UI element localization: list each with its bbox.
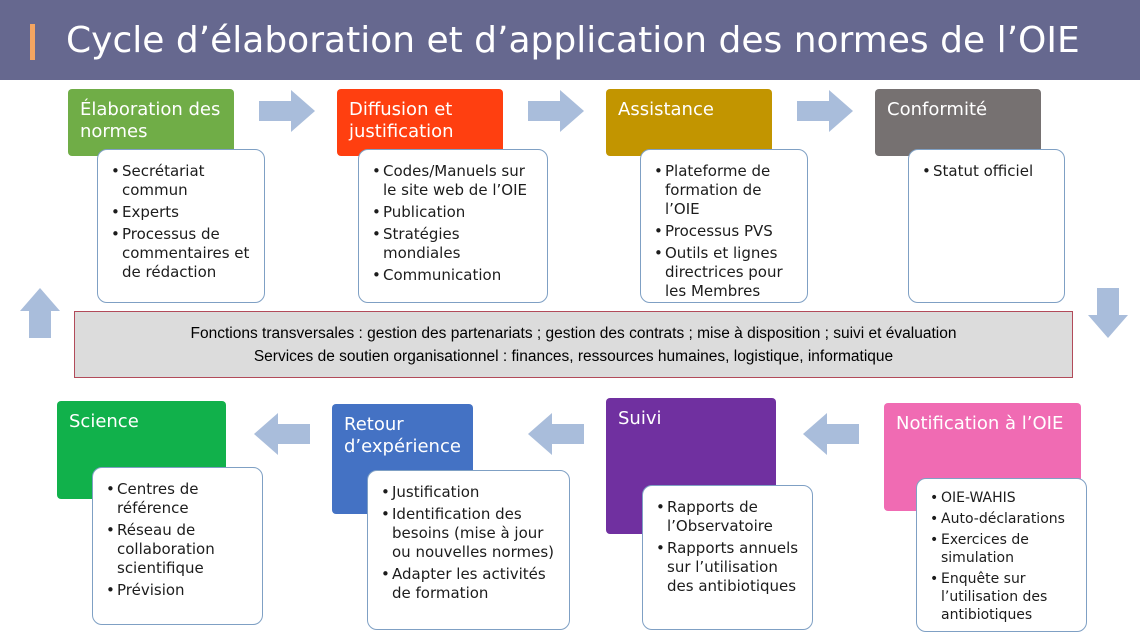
science-items: Centres de référence Réseau de collabora… <box>92 467 263 625</box>
title-accent-bar <box>30 24 35 60</box>
stage-label: Science <box>69 411 139 432</box>
notification-items: OIE-WAHIS Auto-déclarations Exercices de… <box>916 478 1087 632</box>
list-item: Rapports de l’Observatoire <box>656 498 802 536</box>
stage-label: Diffusion et justification <box>349 99 454 142</box>
list-item: Stratégies mondiales <box>372 225 537 263</box>
page-title: Cycle d’élaboration et d’application des… <box>66 20 1080 61</box>
list-item: Rapports annuels sur l’utilisation des a… <box>656 539 802 596</box>
diffusion-items: Codes/Manuels sur le site web de l’OIE P… <box>358 149 548 303</box>
stage-conformite: Conformité <box>875 89 1041 156</box>
transversal-functions-band: Fonctions transversales : gestion des pa… <box>74 311 1073 378</box>
transversal-functions-text: Fonctions transversales : gestion des pa… <box>190 325 957 342</box>
suivi-items: Rapports de l’Observatoire Rapports annu… <box>642 485 813 630</box>
list-item: Centres de référence <box>106 480 252 518</box>
list-item: Communication <box>372 266 537 285</box>
list-item: Réseau de collaboration scientifique <box>106 521 252 578</box>
elaboration-items: Secrétariat commun Experts Processus de … <box>97 149 265 303</box>
list-item: Publication <box>372 203 537 222</box>
list-item: Secrétariat commun <box>111 162 254 200</box>
list-item: Experts <box>111 203 254 222</box>
list-item: Codes/Manuels sur le site web de l’OIE <box>372 162 537 200</box>
arrow-up-icon <box>20 288 60 338</box>
header-banner: Cycle d’élaboration et d’application des… <box>0 0 1140 80</box>
stage-label: Assistance <box>618 99 714 120</box>
arrow-left-icon <box>254 413 310 455</box>
conformite-items: Statut officiel <box>908 149 1065 303</box>
list-item: OIE-WAHIS <box>930 489 1076 507</box>
arrow-right-icon <box>259 90 315 132</box>
arrow-left-icon <box>528 413 584 455</box>
stage-label: Conformité <box>887 99 988 120</box>
list-item: Processus de commentaires et de rédactio… <box>111 225 254 282</box>
list-item: Plateforme de formation de l’OIE <box>654 162 797 219</box>
list-item: Outils et lignes directrices pour les Me… <box>654 244 797 301</box>
support-services-text: Services de soutien organisationnel : fi… <box>253 348 894 365</box>
list-item: Justification <box>381 483 559 502</box>
arrow-right-icon <box>797 90 853 132</box>
arrow-right-icon <box>528 90 584 132</box>
list-item: Prévision <box>106 581 252 600</box>
list-item: Auto-déclarations <box>930 510 1076 528</box>
stage-label: Suivi <box>618 408 662 429</box>
arrow-left-icon <box>803 413 859 455</box>
stage-label: Élaboration des normes <box>80 99 221 142</box>
stage-label: Retour d’expérience <box>344 414 461 457</box>
list-item: Identification des besoins (mise à jour … <box>381 505 559 562</box>
stage-elaboration: Élaboration des normes <box>68 89 234 156</box>
assistance-items: Plateforme de formation de l’OIE Process… <box>640 149 808 303</box>
retour-items: Justification Identification des besoins… <box>367 470 570 630</box>
list-item: Enquête sur l’utilisation des antibiotiq… <box>930 570 1076 624</box>
list-item: Adapter les activités de formation <box>381 565 559 603</box>
stage-label: Notification à l’OIE <box>896 413 1064 434</box>
stage-assistance: Assistance <box>606 89 772 156</box>
stage-diffusion: Diffusion et justification <box>337 89 503 156</box>
list-item: Processus PVS <box>654 222 797 241</box>
arrow-down-icon <box>1088 288 1128 338</box>
list-item: Statut officiel <box>922 162 1054 181</box>
list-item: Exercices de simulation <box>930 531 1076 567</box>
